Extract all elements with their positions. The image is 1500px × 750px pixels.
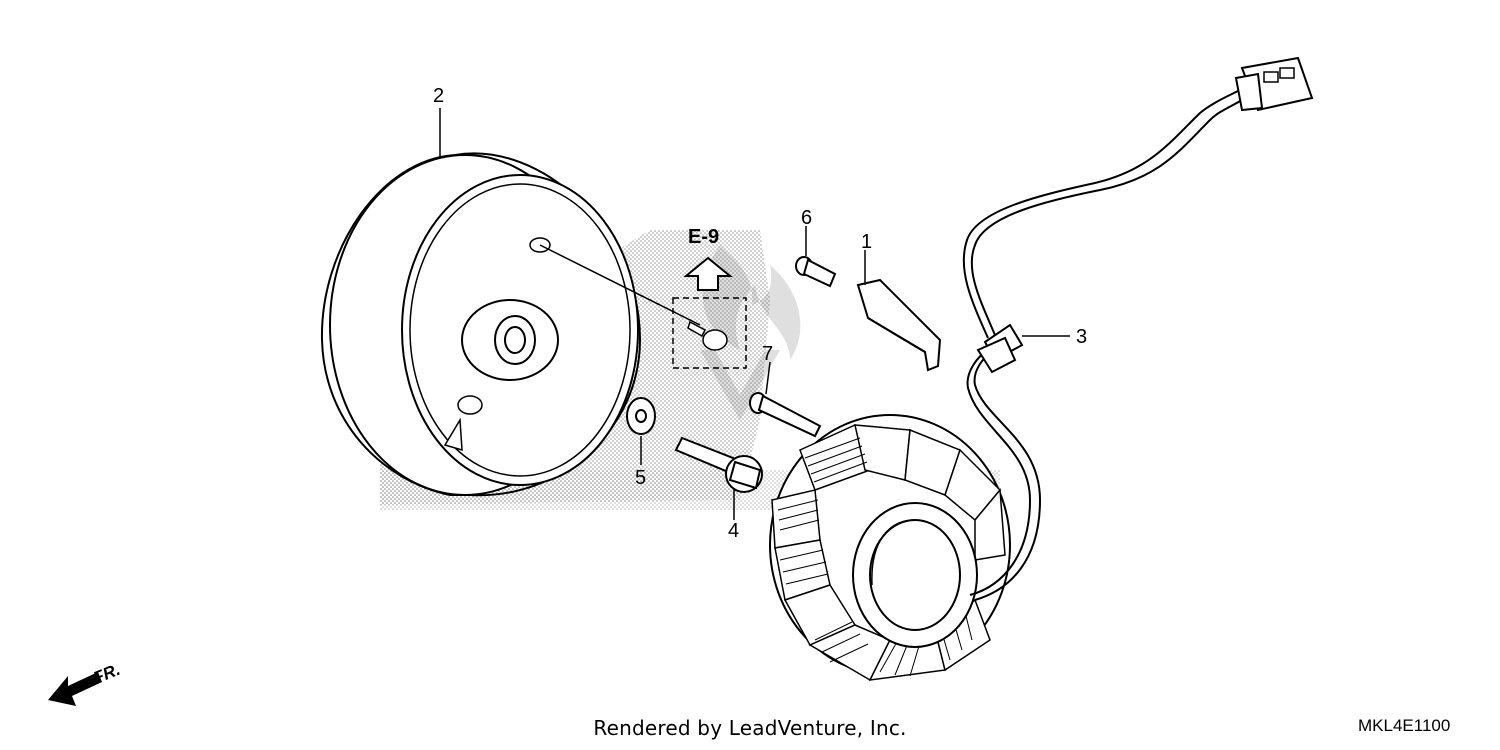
- diagram-code: MKL4E1100: [1358, 716, 1451, 735]
- callout-7: 7: [762, 343, 773, 365]
- callout-6: 6: [801, 207, 812, 229]
- front-direction-indicator: FR.: [48, 660, 123, 706]
- long-bolt: [749, 392, 822, 438]
- ref-label: E-9: [688, 226, 719, 248]
- ref-arrow: [672, 256, 747, 369]
- wire-harness: [962, 89, 1246, 601]
- callout-3: 3: [1076, 326, 1087, 348]
- bracket: [856, 278, 942, 372]
- stator-coil: [769, 414, 1011, 682]
- leader-lines: [439, 108, 1070, 520]
- wire-connector: [1234, 56, 1314, 112]
- small-screw: [687, 320, 728, 351]
- front-label: FR.: [90, 660, 123, 688]
- flywheel-rotor: [320, 152, 701, 497]
- footer-credit: Rendered by LeadVenture, Inc.: [593, 716, 907, 740]
- callout-5: 5: [635, 467, 646, 489]
- short-bolt: [795, 256, 837, 288]
- callout-4: 4: [728, 520, 739, 542]
- callouts: 1 2 3 4 5 6 7 E-9: [433, 85, 1087, 542]
- washer: [626, 397, 656, 435]
- callout-2: 2: [433, 85, 444, 107]
- callout-1: 1: [861, 231, 872, 253]
- flange-bolt: [674, 436, 763, 493]
